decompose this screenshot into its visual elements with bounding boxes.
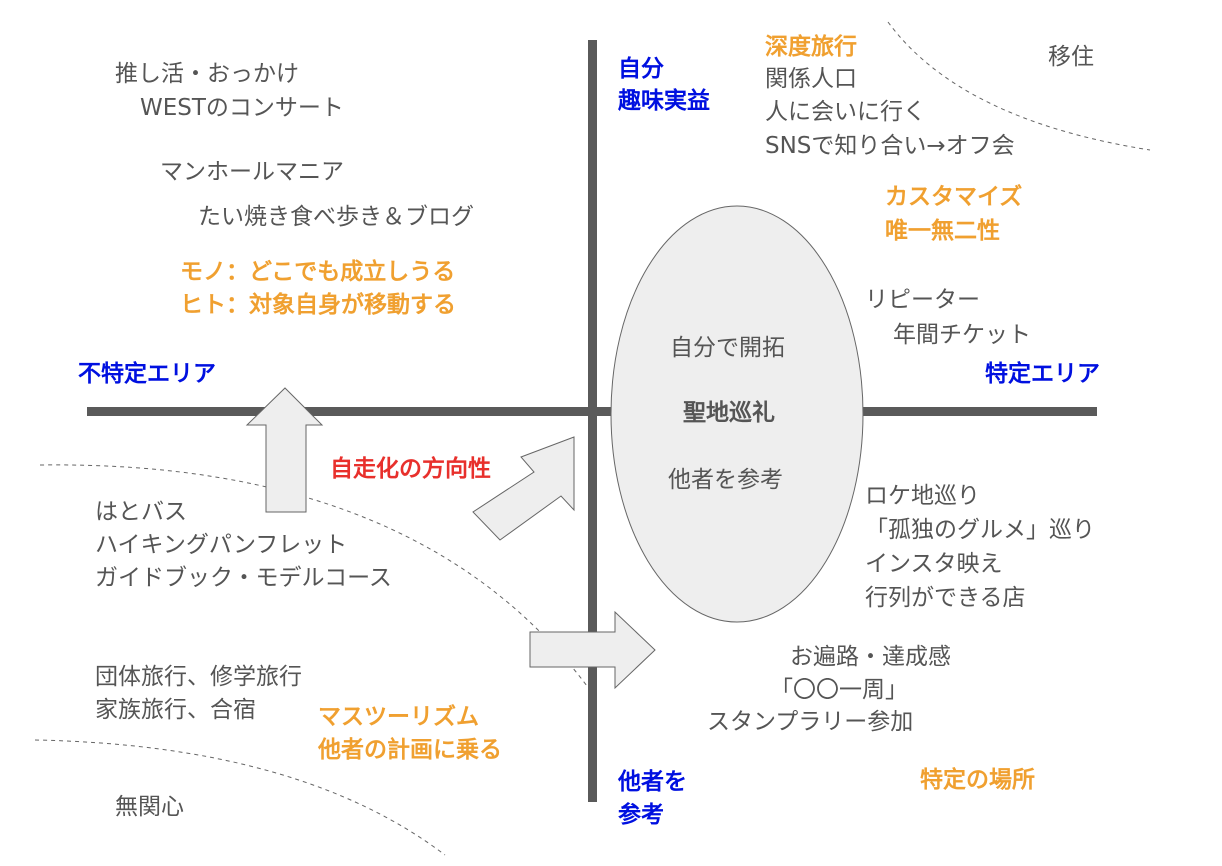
text-meet-people: 人に会いに行く <box>765 99 926 125</box>
text-hatobus: はとバス <box>95 499 187 525</box>
center-text-2: 聖地巡礼 <box>683 400 775 426</box>
axis-label-right: 特定エリア <box>985 361 1100 387</box>
diagonal-arrow <box>472 436 575 541</box>
direction-label: 自走化の方向性 <box>330 456 491 482</box>
right-arrow <box>529 610 656 690</box>
text-specific-place: 特定の場所 <box>920 767 1035 793</box>
text-others-plan: 他者の計画に乗る <box>318 737 502 763</box>
text-mass-tourism: マスツーリズム <box>318 704 479 730</box>
axis-label-bottom-1: 他者を <box>618 769 687 795</box>
text-oshikatsu: 推し活・おっかけ <box>115 61 299 87</box>
text-kodoku: 「孤独のグルメ」巡り <box>865 517 1095 543</box>
text-taiyaki: たい焼き食べ歩き＆ブログ <box>198 204 474 230</box>
text-group-travel: 団体旅行、修学旅行 <box>95 664 302 690</box>
text-stamp-rally: スタンプラリー参加 <box>707 709 914 735</box>
axis-label-top-2: 趣味実益 <box>618 88 710 114</box>
text-round-trip: 「〇〇一周」 <box>770 677 908 703</box>
center-text-3: 他者を参考 <box>668 467 783 493</box>
text-repeater: リピーター <box>865 287 980 313</box>
text-location: ロケ地巡り <box>865 483 980 509</box>
text-manhole: マンホールマニア <box>160 159 344 185</box>
text-hito: ヒト：対象自身が移動する <box>180 292 456 318</box>
text-customize: カスタマイズ <box>885 184 1023 210</box>
text-queue: 行列ができる店 <box>865 585 1026 611</box>
text-migration: 移住 <box>1048 44 1094 70</box>
up-arrow <box>245 387 324 513</box>
text-mono: モノ：どこでも成立しうる <box>180 259 456 285</box>
dashed-boundary-middle-left <box>39 464 591 691</box>
text-indifferent: 無関心 <box>115 794 184 820</box>
center-ellipse <box>610 205 864 623</box>
vertical-axis <box>588 40 597 802</box>
text-family-travel: 家族旅行、合宿 <box>95 697 256 723</box>
text-unique: 唯一無二性 <box>885 218 1000 244</box>
text-sns-offline: SNSで知り合い→オフ会 <box>765 133 1015 159</box>
text-hiking: ハイキングパンフレット <box>95 532 348 558</box>
text-ohenro: お遍路・達成感 <box>790 644 951 670</box>
text-guidebook: ガイドブック・モデルコース <box>95 565 392 591</box>
axis-label-left: 不特定エリア <box>78 361 216 387</box>
axis-label-bottom-2: 参考 <box>618 802 664 828</box>
text-insta: インスタ映え <box>865 551 1003 577</box>
text-annual-ticket: 年間チケット <box>893 322 1031 348</box>
text-related-population: 関係人口 <box>765 66 857 92</box>
center-text-1: 自分で開拓 <box>670 335 785 361</box>
axis-label-top-1: 自分 <box>618 56 664 82</box>
dashed-boundary-top-right <box>887 21 1151 151</box>
text-west-concert: WESTのコンサート <box>140 95 344 121</box>
text-deep-travel: 深度旅行 <box>765 34 857 60</box>
